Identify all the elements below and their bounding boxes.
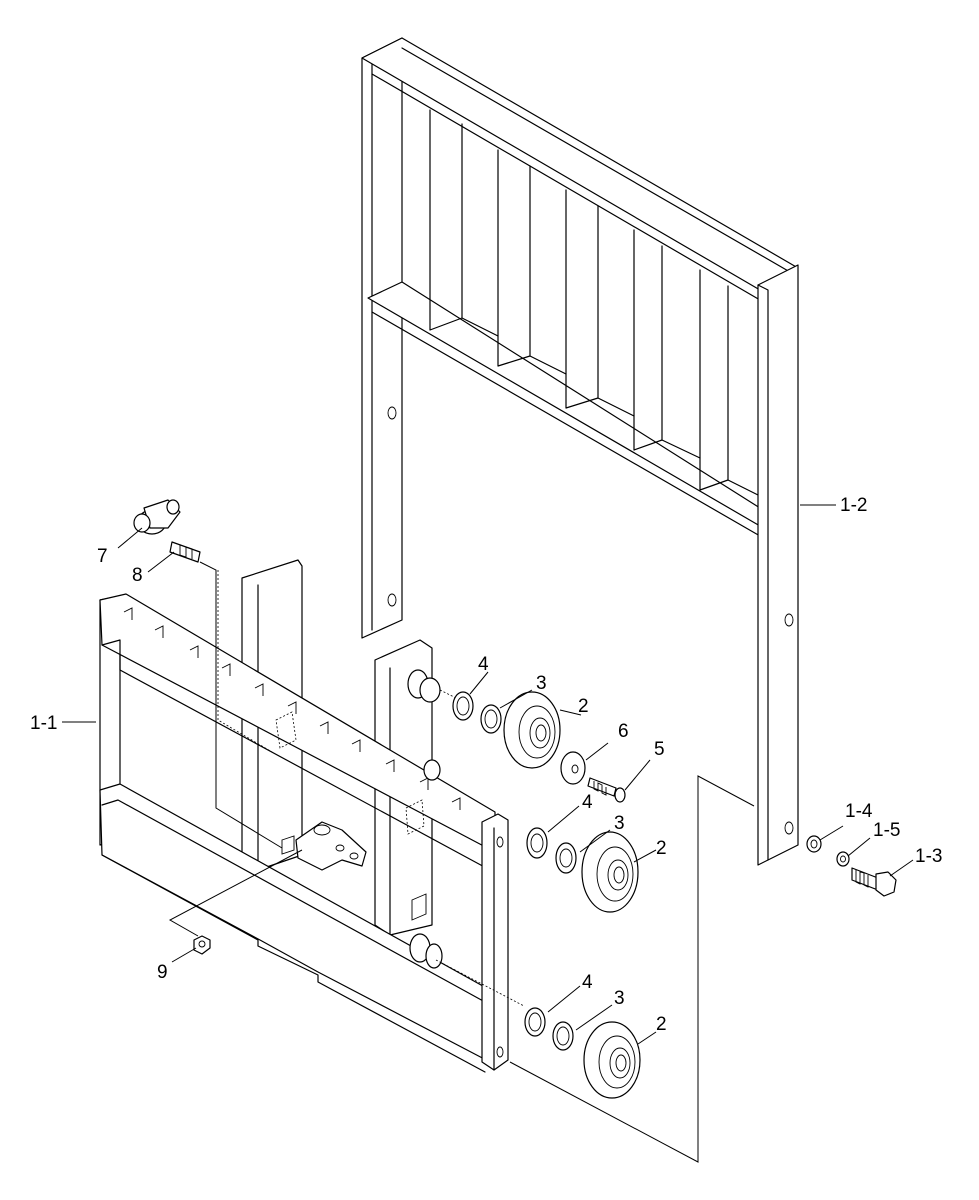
bolt-5 xyxy=(587,777,626,803)
callout-2-lower: 2 xyxy=(656,1014,667,1035)
hole xyxy=(784,821,794,835)
frame-dividers xyxy=(429,109,761,497)
nut-9 xyxy=(193,935,211,955)
hole xyxy=(387,593,397,607)
callout-1-4: 1-4 xyxy=(845,801,873,822)
callout-3-lower: 3 xyxy=(614,988,625,1009)
shim-3 xyxy=(480,704,502,734)
shim-4 xyxy=(526,827,548,859)
callout-1-3: 1-3 xyxy=(915,846,942,867)
callout-8: 8 xyxy=(132,565,143,586)
roller-2-upper xyxy=(503,691,561,769)
callout-5: 5 xyxy=(654,739,665,760)
callout-3-middle: 3 xyxy=(614,813,625,834)
top-rail-notches xyxy=(123,607,461,810)
leader-lines xyxy=(62,504,914,1045)
assembly-lines xyxy=(168,561,755,1163)
callout-2-middle: 2 xyxy=(656,838,667,859)
callout-9: 9 xyxy=(157,962,168,983)
hole xyxy=(784,613,794,627)
hole xyxy=(387,406,397,420)
spring-washer-1-5 xyxy=(836,851,850,867)
callout-7: 7 xyxy=(97,546,108,567)
callout-2-upper: 2 xyxy=(578,696,589,717)
callout-1-2: 1-2 xyxy=(840,495,867,516)
shim-3 xyxy=(552,1021,574,1051)
carriage-plate-part xyxy=(99,559,509,1073)
roller-2-middle xyxy=(581,831,639,913)
callout-3-upper: 3 xyxy=(536,673,547,694)
callout-4-lower: 4 xyxy=(582,972,593,993)
shim-3 xyxy=(555,842,577,874)
fitting-7 xyxy=(133,499,181,535)
rear-frame-part xyxy=(361,37,799,866)
shim-4 xyxy=(524,1007,546,1037)
callout-4-middle: 4 xyxy=(582,792,593,813)
bolt-1-3 xyxy=(851,867,897,897)
roller-2-lower xyxy=(583,1021,641,1099)
callout-6: 6 xyxy=(618,721,629,742)
shim-4 xyxy=(452,691,474,721)
stud-8 xyxy=(169,541,201,563)
callout-1-5: 1-5 xyxy=(873,820,900,841)
washer-1-4 xyxy=(806,835,822,853)
washer-6 xyxy=(560,751,586,785)
callout-1-1: 1-1 xyxy=(30,713,57,734)
callout-labels: 1-1 1-2 1-3 1-4 1-5 2 2 2 3 3 3 4 4 4 5 … xyxy=(30,495,942,1035)
callout-4-upper: 4 xyxy=(478,654,489,675)
